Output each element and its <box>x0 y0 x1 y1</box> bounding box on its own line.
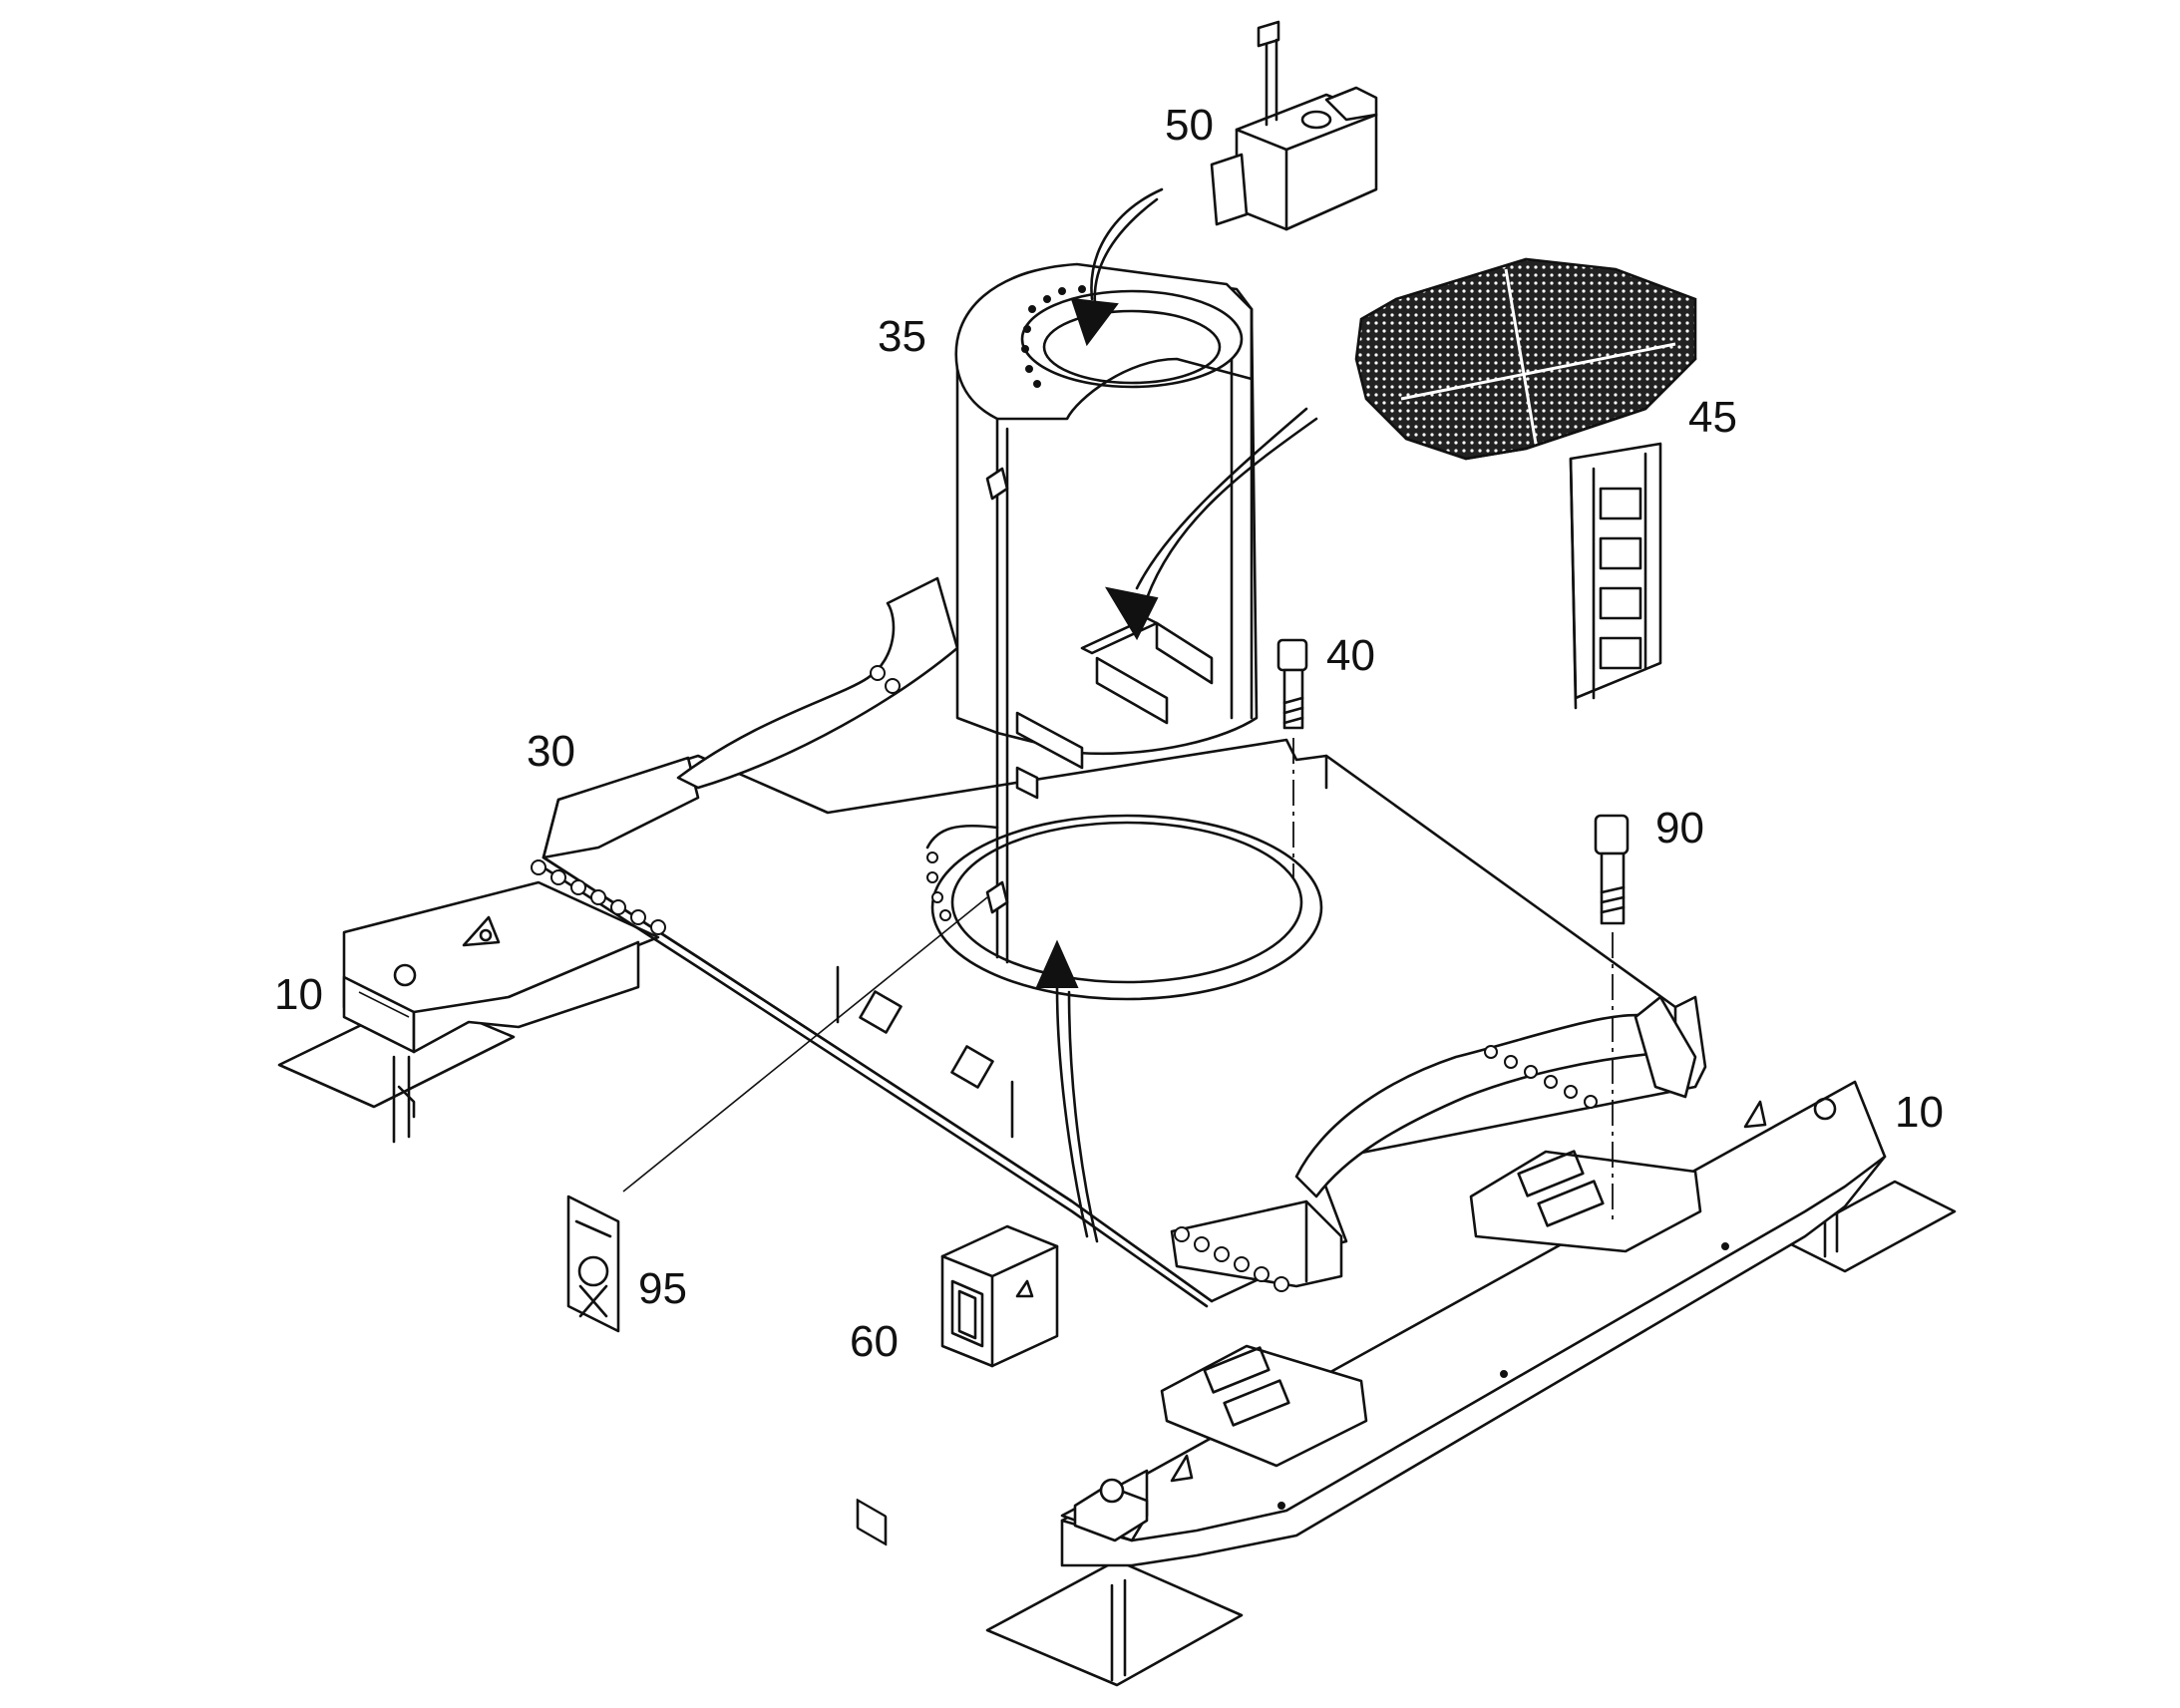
left-support-beam <box>277 880 660 1144</box>
safety-sign <box>566 1195 620 1333</box>
callout-45: 45 <box>1688 393 1737 442</box>
tower <box>925 262 1259 964</box>
callout-90: 90 <box>1655 804 1704 853</box>
base-frame <box>531 576 1707 1546</box>
callout-60: 60 <box>850 1317 899 1366</box>
callout-95: 95 <box>638 1264 687 1313</box>
platform-grating <box>1354 257 1697 461</box>
right-support-beam <box>985 1080 1957 1687</box>
callout-40: 40 <box>1326 631 1375 680</box>
callout-labels: 50 35 45 40 30 90 10 10 95 60 <box>274 101 1944 1366</box>
control-box <box>1210 20 1378 231</box>
bolt-40 <box>1276 638 1308 877</box>
callout-10-right: 10 <box>1895 1088 1944 1137</box>
callout-30: 30 <box>527 727 575 776</box>
junction-box <box>940 1224 1059 1368</box>
assembly-arrows <box>622 187 1318 1243</box>
callout-10-left: 10 <box>274 970 323 1019</box>
callout-50: 50 <box>1165 101 1214 150</box>
callout-35: 35 <box>878 312 926 361</box>
ladder <box>1569 442 1662 710</box>
bolt-90 <box>1594 814 1630 1221</box>
